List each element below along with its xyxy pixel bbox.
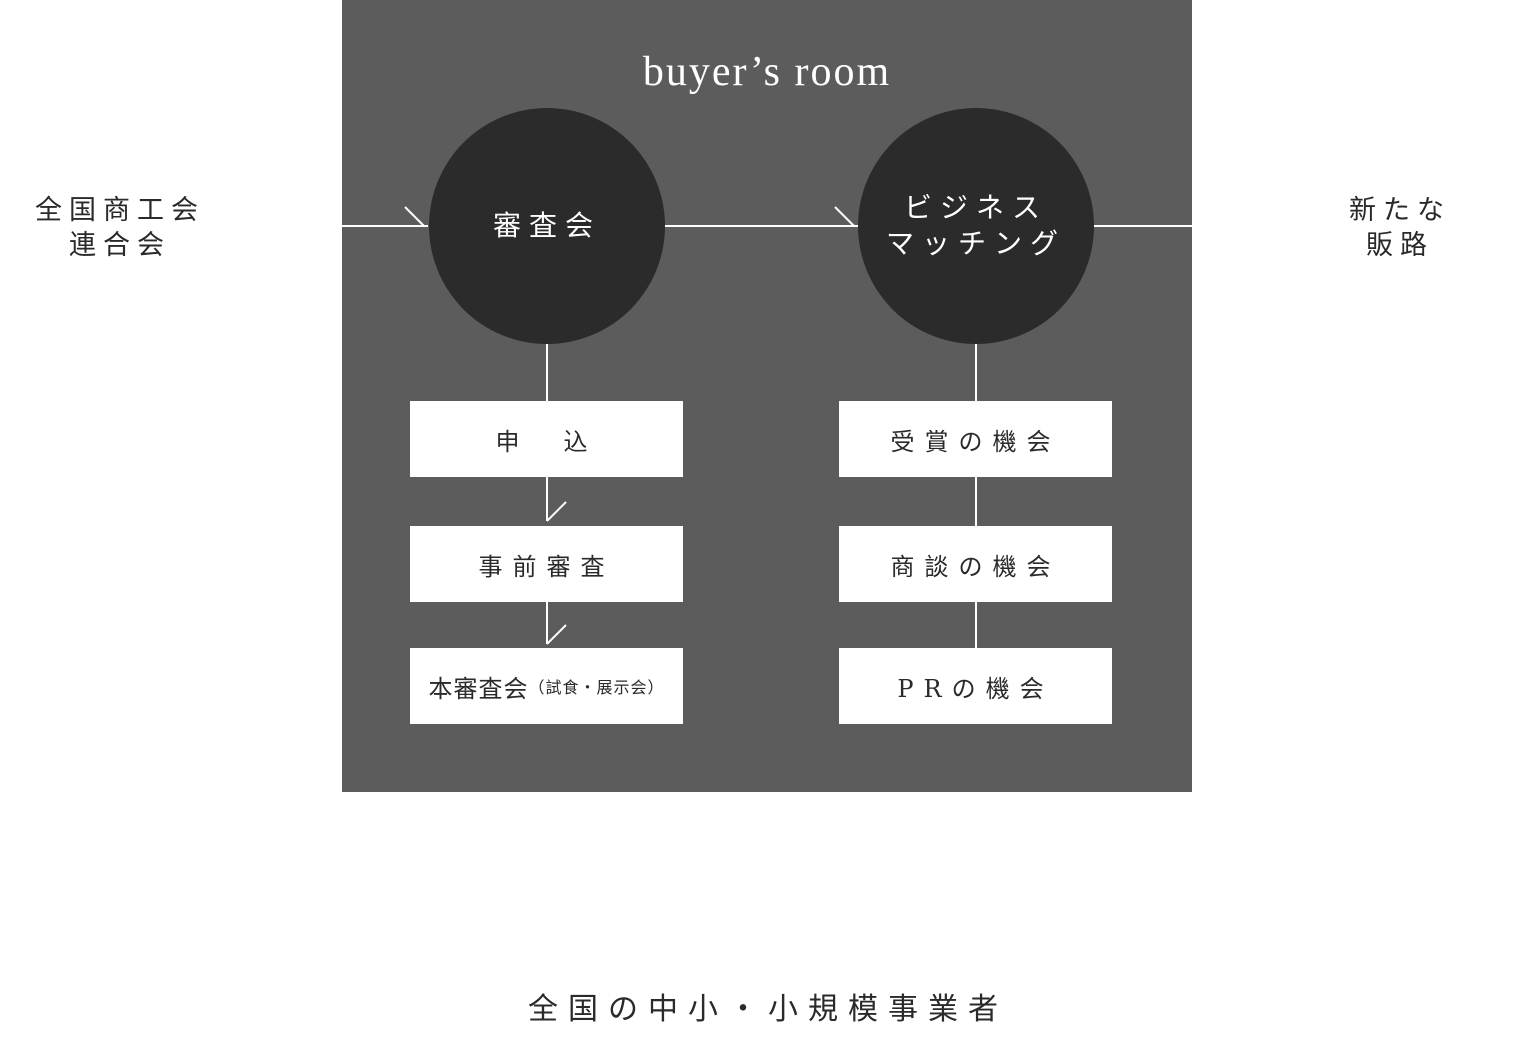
business-talk-opportunity-box: 商談の機会 (839, 526, 1112, 602)
left-label-line-1: 全国商工会 (35, 195, 205, 226)
main-review-note: （試食・展示会） (528, 678, 665, 697)
review-circle: 審査会 (429, 108, 665, 344)
matching-circle: ビジネス マッチング (858, 108, 1094, 344)
review-circle-label: 審査会 (492, 209, 601, 242)
right-new-channel-label: 新たな 販路 (1330, 193, 1470, 263)
business-talk-opportunity-label: 商談の機会 (890, 552, 1061, 581)
main-review-label: 本審査会 (428, 674, 529, 703)
bottom-businesses-label: 全国の中小・小規模事業者 (528, 992, 1008, 1027)
left-label-line-2: 連合会 (69, 230, 171, 261)
matching-circle-label-2: マッチング (885, 227, 1066, 260)
right-label-line-1: 新たな (1349, 195, 1451, 226)
pre-review-label: 事前審査 (478, 552, 615, 581)
award-opportunity-label: 受賞の機会 (890, 427, 1061, 456)
left-organization-label: 全国商工会 連合会 (30, 193, 210, 263)
right-label-line-2: 販路 (1366, 230, 1434, 261)
matching-circle-label-1: ビジネス (903, 191, 1048, 224)
main-review-box: 本審査会（試食・展示会） (410, 648, 683, 724)
apply-label: 申 込 (495, 427, 598, 456)
pr-opportunity-box: PRの機会 (839, 648, 1112, 724)
room-title: buyer’s room (642, 49, 892, 95)
pre-review-box: 事前審査 (410, 526, 683, 602)
award-opportunity-box: 受賞の機会 (839, 401, 1112, 477)
apply-box: 申 込 (410, 401, 683, 477)
pr-opportunity-label: PRの機会 (897, 674, 1054, 703)
